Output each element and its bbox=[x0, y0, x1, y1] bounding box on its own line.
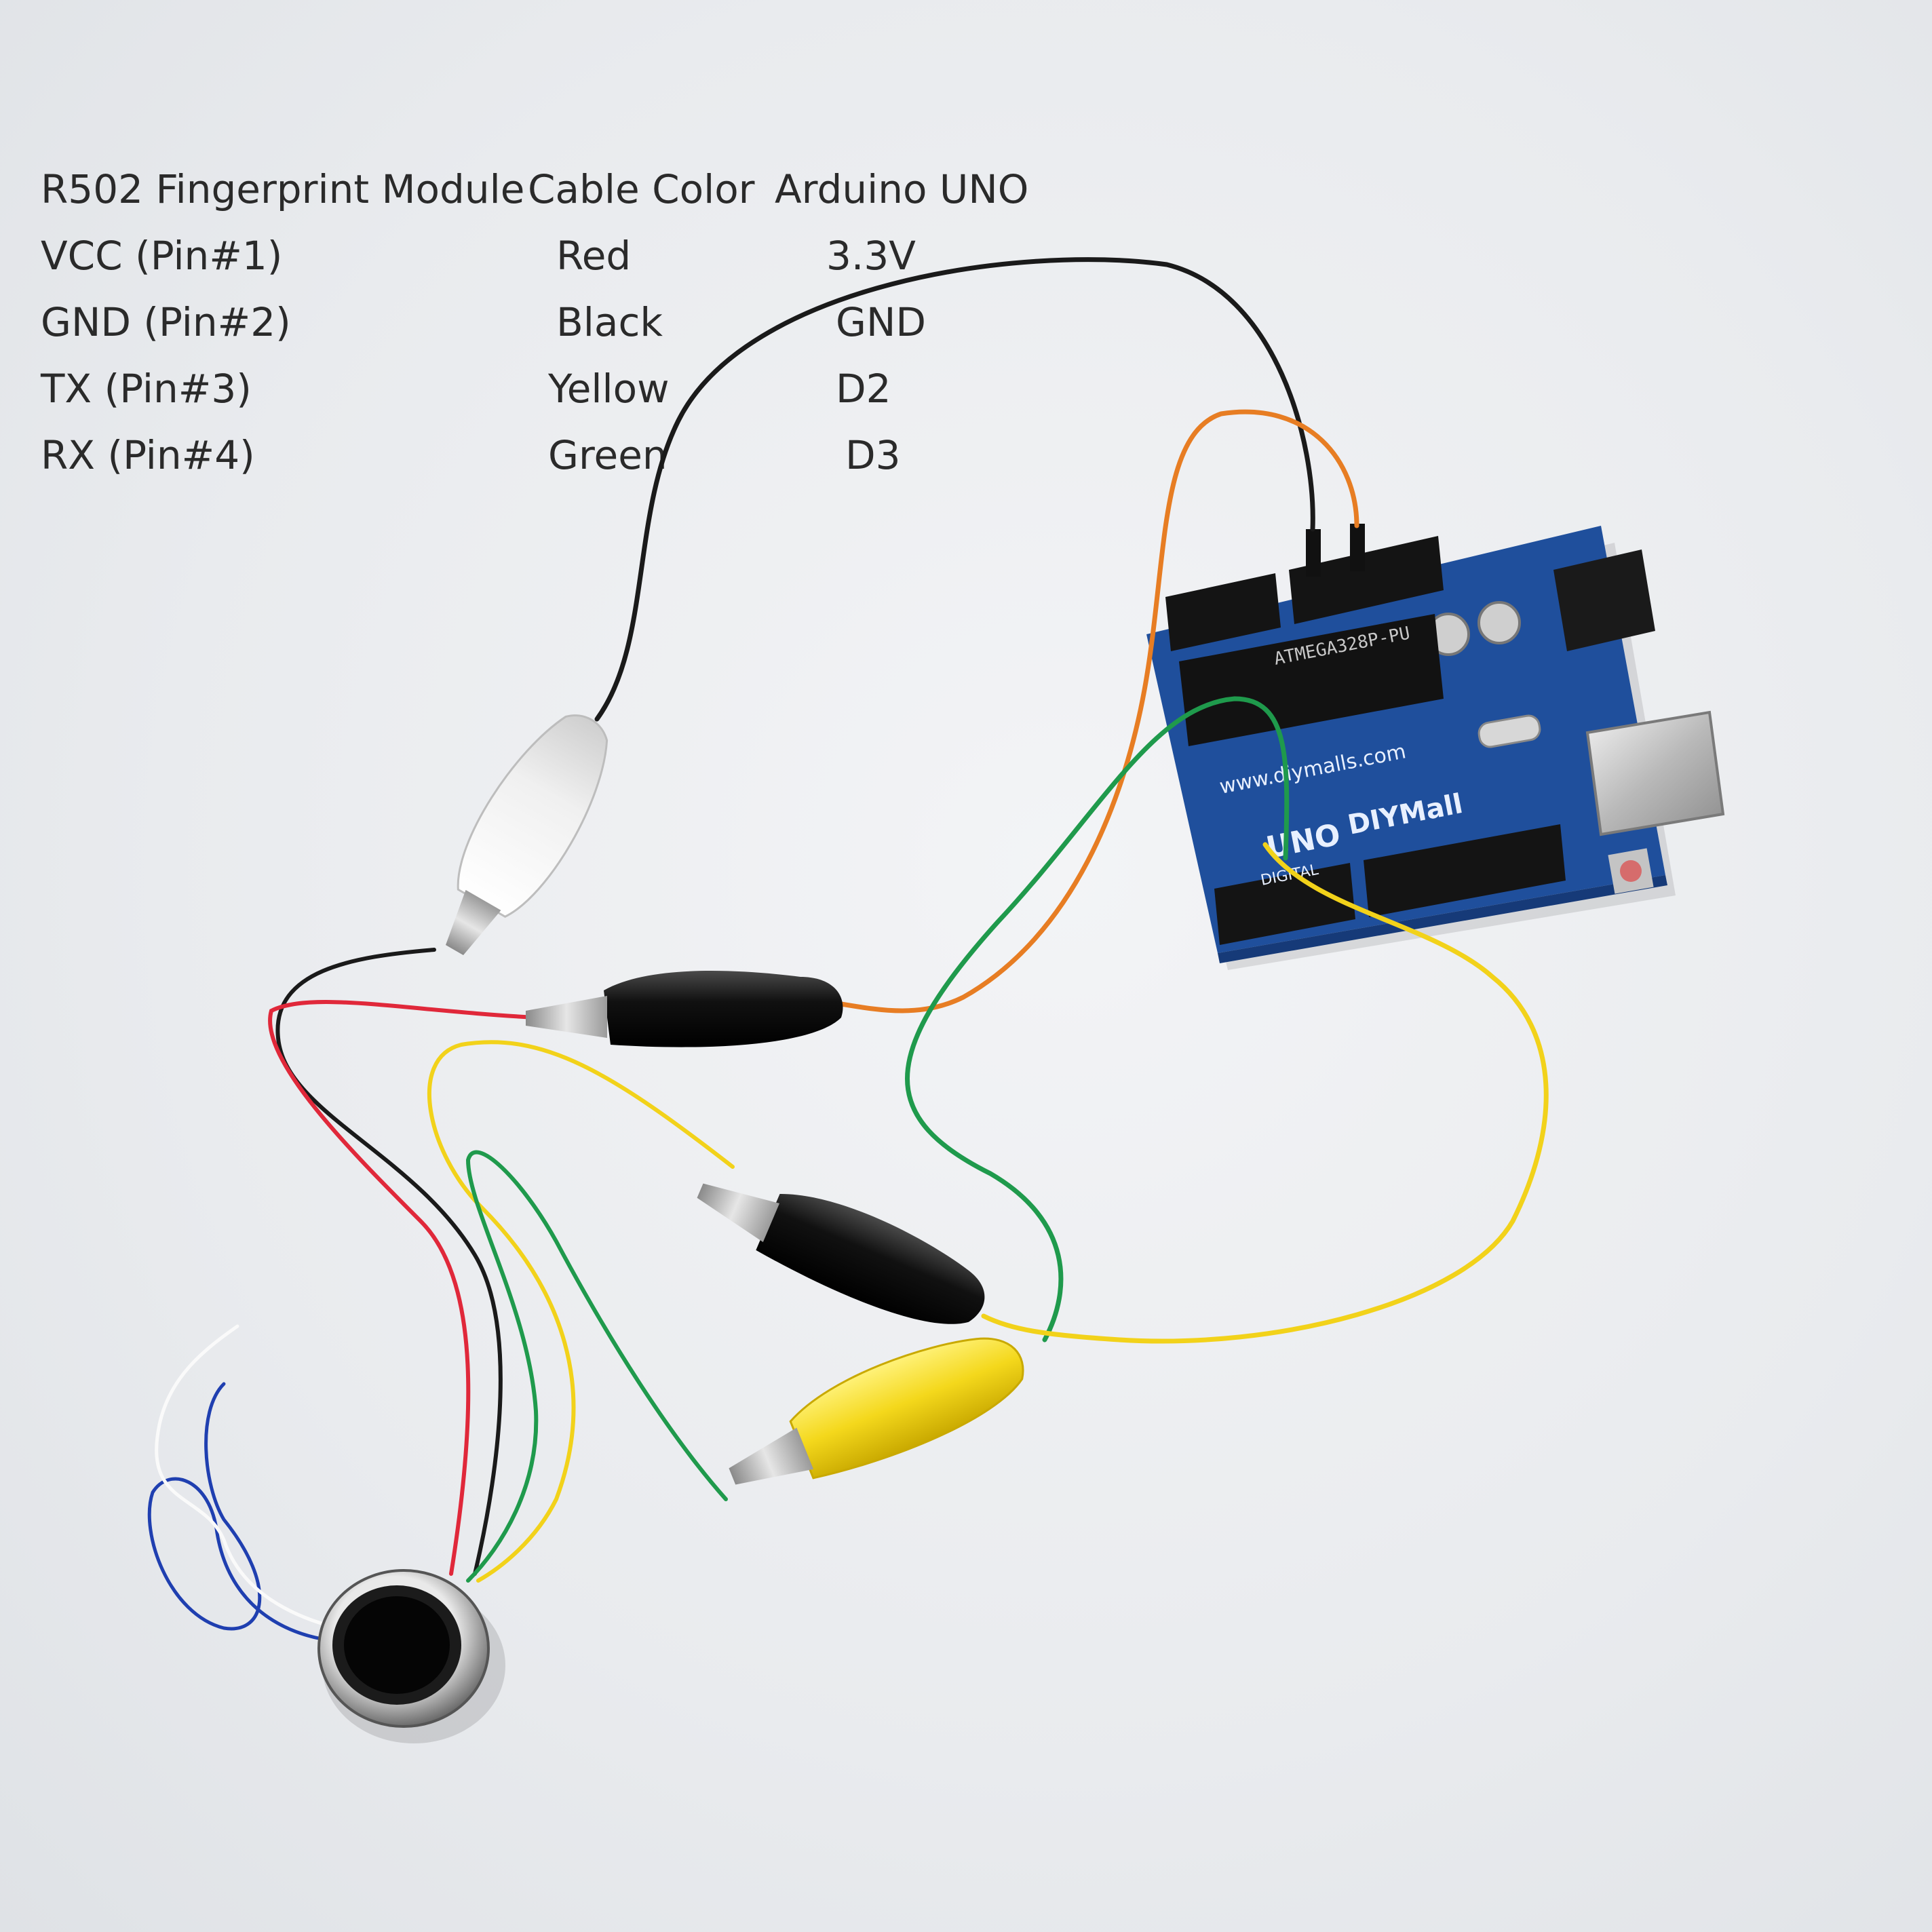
fingerprint-sensor bbox=[344, 1596, 450, 1694]
black-jumper-wire bbox=[594, 257, 1315, 722]
dc-jack bbox=[1553, 549, 1655, 651]
yellow-clip-body bbox=[789, 1337, 1024, 1480]
wires bbox=[147, 257, 1549, 1644]
black-alligator-clip-1 bbox=[526, 971, 843, 1047]
capacitor-2 bbox=[1477, 601, 1521, 644]
module-green-wire bbox=[465, 1150, 728, 1583]
header-module: R502 Fingerprint Module bbox=[41, 166, 525, 212]
pinout-table: R502 Fingerprint Module Cable Color Ardu… bbox=[41, 170, 1058, 495]
row-vcc-color: Red bbox=[556, 233, 632, 279]
module-red-wire bbox=[268, 1000, 538, 1576]
white-clip-jaw bbox=[446, 889, 501, 956]
white-alligator-clip bbox=[446, 714, 608, 956]
module-black-wire bbox=[275, 948, 503, 1576]
white-clip-body bbox=[457, 714, 608, 918]
dupont-orange bbox=[1350, 524, 1365, 571]
usb-connector bbox=[1585, 710, 1725, 836]
row-vcc-pin: VCC (Pin#1) bbox=[41, 233, 283, 279]
row-vcc-arduino: 3.3V bbox=[826, 233, 916, 279]
module-white-wire bbox=[155, 1324, 382, 1637]
row-gnd-color: Black bbox=[556, 299, 663, 345]
atmega-chip bbox=[1179, 614, 1444, 746]
green-jumper-wire bbox=[905, 696, 1290, 1342]
row-rx-arduino: D3 bbox=[845, 432, 901, 478]
black-clip-2-body bbox=[756, 1193, 985, 1324]
digital-header-right bbox=[1364, 824, 1566, 917]
yellow-alligator-clip bbox=[729, 1337, 1024, 1485]
module-yellow-wire bbox=[427, 1040, 735, 1583]
black-clip-2-jaw bbox=[697, 1183, 780, 1242]
analog-header bbox=[1165, 573, 1281, 651]
row-tx-pin: TX (Pin#3) bbox=[41, 366, 252, 412]
black-clip-1-jaw bbox=[526, 996, 607, 1038]
dupont-black bbox=[1306, 529, 1321, 577]
black-clip-1-body bbox=[604, 971, 843, 1047]
r502-fingerprint-module bbox=[317, 1569, 505, 1743]
row-tx-color: Yellow bbox=[548, 366, 670, 412]
header-arduino: Arduino UNO bbox=[775, 166, 1029, 212]
pcb-edge bbox=[1218, 875, 1667, 963]
module-blue-wire bbox=[147, 1382, 382, 1644]
power-header bbox=[1289, 536, 1444, 624]
yellow-clip-jaw bbox=[729, 1427, 814, 1485]
arduino-uno-board: ATMEGA328P-PU www.diymalls.com DIYMall U… bbox=[1146, 524, 1725, 970]
row-rx-color: Green bbox=[548, 432, 668, 478]
row-tx-arduino: D2 bbox=[836, 366, 891, 412]
digital-header-left bbox=[1214, 863, 1355, 945]
reset-cap bbox=[1620, 860, 1642, 882]
crystal bbox=[1477, 714, 1541, 748]
row-rx-pin: RX (Pin#4) bbox=[41, 432, 255, 478]
row-gnd-pin: GND (Pin#2) bbox=[41, 299, 291, 345]
row-gnd-arduino: GND bbox=[836, 299, 926, 345]
black-alligator-clip-2 bbox=[697, 1183, 985, 1324]
yellow-jumper-wire bbox=[981, 842, 1549, 1344]
orange-jumper-wire bbox=[838, 409, 1359, 1013]
header-cable-color: Cable Color bbox=[528, 166, 755, 212]
